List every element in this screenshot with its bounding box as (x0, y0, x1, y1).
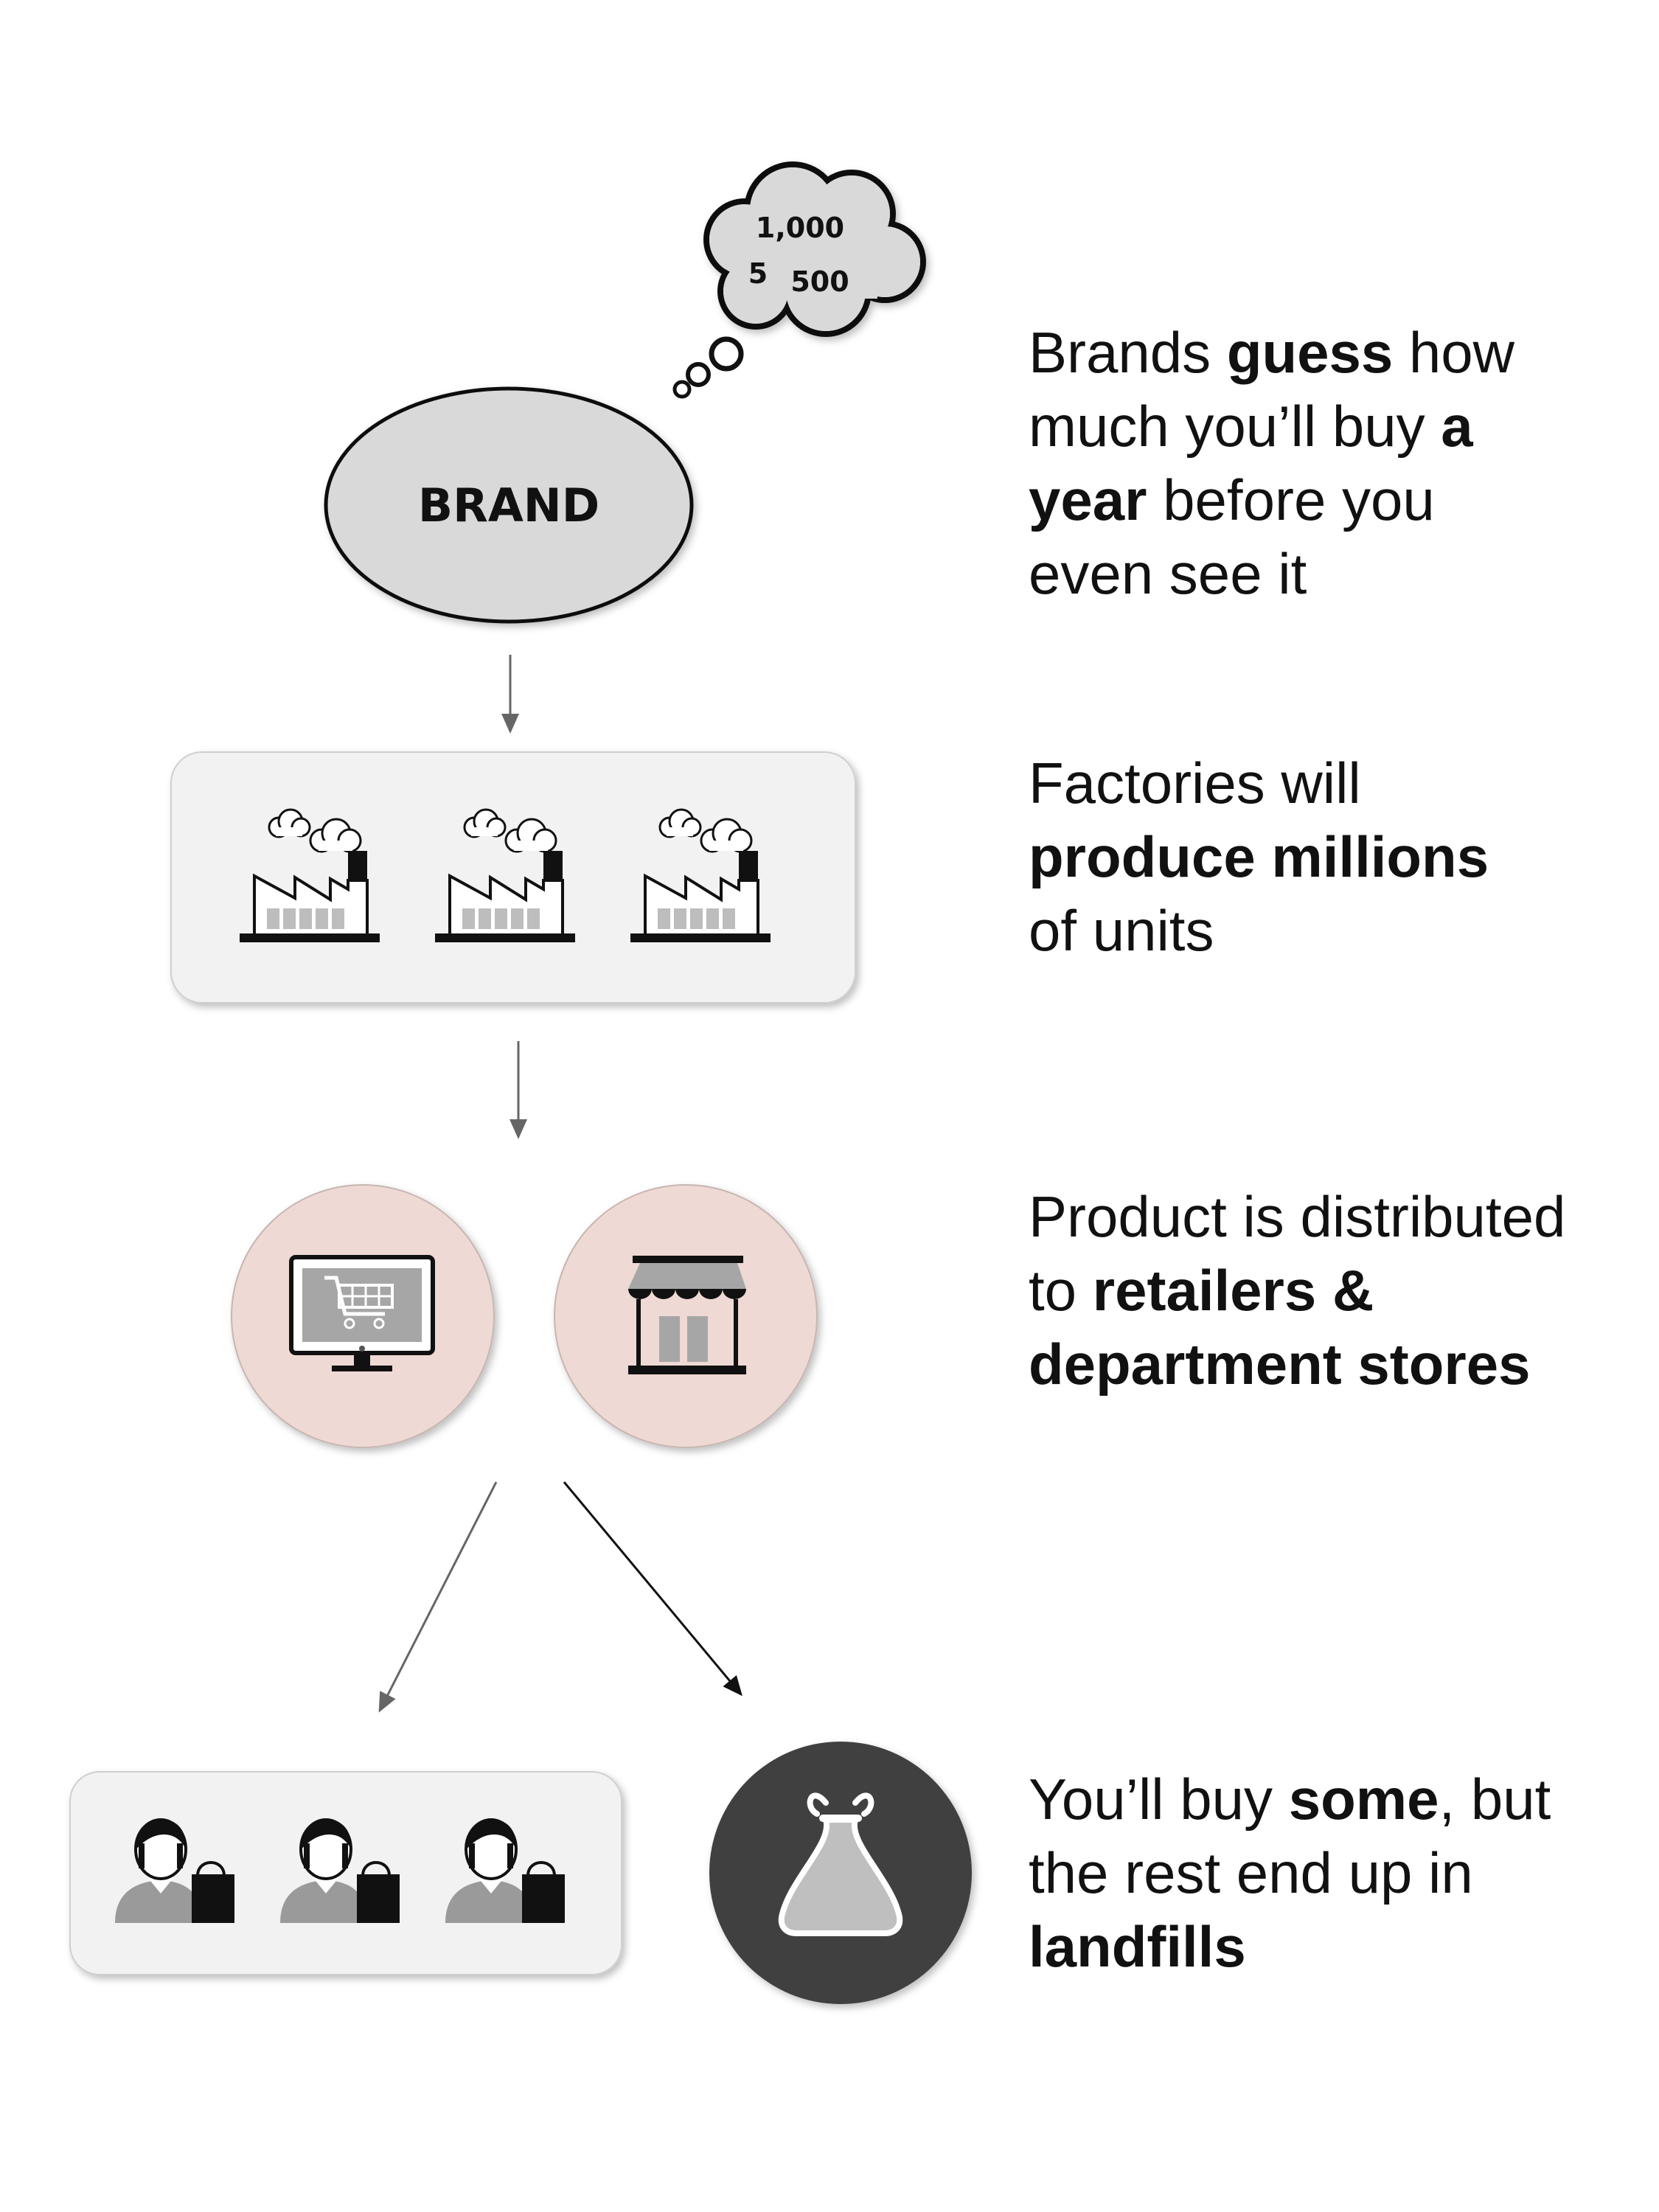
caption-landfill: You’ll buy some, but the rest end up in la… (1029, 1762, 1551, 1983)
storefront-icon (628, 1256, 746, 1374)
arrow-to-landfill (563, 1481, 742, 1697)
landfill-node (709, 1742, 972, 2004)
caption-brand: Brands guess how much you’ll buy a year be… (1029, 316, 1514, 611)
caption-emphasis: a (1441, 394, 1473, 459)
caption-emphasis: retailers & (1092, 1258, 1374, 1323)
caption-text: , but (1439, 1767, 1551, 1832)
caption-emphasis: some (1288, 1767, 1439, 1832)
thought-value-5: 5 (748, 257, 768, 290)
caption-text: Brands (1029, 320, 1227, 385)
caption-emphasis: guess (1226, 320, 1394, 385)
caption-emphasis: year (1029, 467, 1147, 532)
online-retail-node (231, 1184, 495, 1448)
caption-text: the rest end up in (1029, 1840, 1473, 1905)
thought-cloud-icon: 1,000 5 500 (672, 161, 926, 399)
caption-text: You’ll buy (1029, 1767, 1289, 1832)
factories-panel (170, 751, 856, 1004)
caption-text: of units (1029, 898, 1214, 963)
arrow-to-shoppers (378, 1481, 498, 1713)
caption-text: even see it (1029, 541, 1307, 606)
caption-text: before you (1147, 467, 1435, 532)
brand-node: BRAND (324, 386, 694, 624)
shoppers-panel (69, 1771, 622, 1975)
caption-text: much you’ll buy (1029, 394, 1441, 459)
trash-bag-icon (778, 1792, 903, 1936)
caption-emphasis: department stores (1029, 1332, 1531, 1397)
caption-emphasis: produce millions (1029, 824, 1489, 889)
caption-text: Factories will (1029, 751, 1361, 815)
thought-value-500: 500 (790, 265, 849, 298)
brand-label: BRAND (418, 479, 599, 532)
thought-value-1000: 1,000 (756, 212, 844, 244)
caption-emphasis: landfills (1029, 1914, 1246, 1979)
caption-text: Product is distributed (1029, 1184, 1566, 1249)
computer-cart-icon (289, 1255, 435, 1371)
caption-factories: Factories will produce millions of units (1029, 746, 1489, 967)
caption-distribution: Product is distributed to retailers & depa… (1029, 1180, 1565, 1401)
caption-text: to (1029, 1258, 1093, 1323)
store-retail-node (554, 1184, 818, 1448)
caption-text: how (1393, 320, 1515, 385)
